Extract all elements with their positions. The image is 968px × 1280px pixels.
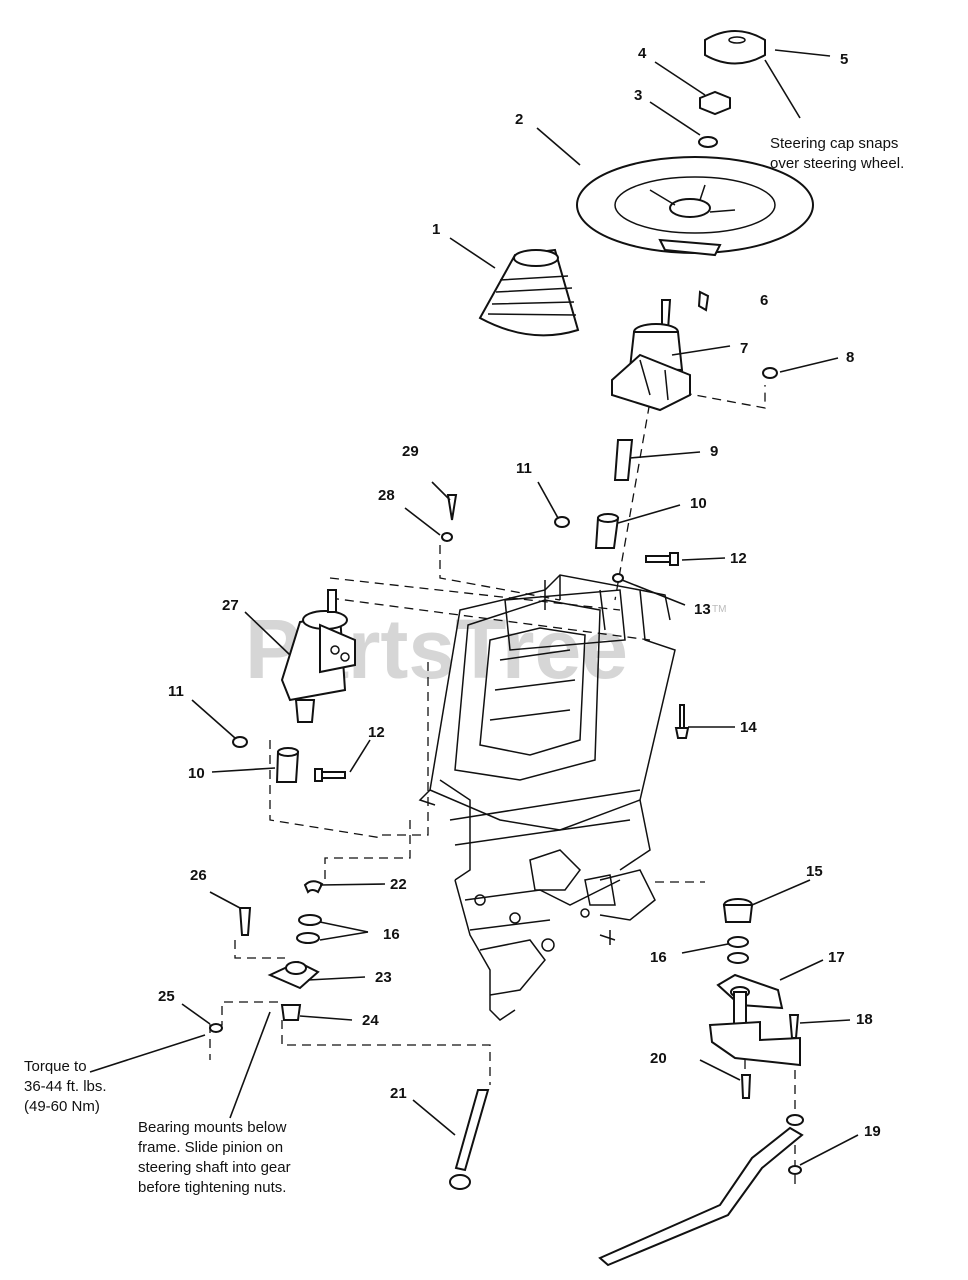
note-line: Torque to: [24, 1058, 87, 1075]
callout-10-lower: 10: [188, 765, 205, 782]
callout-27: 27: [222, 597, 239, 614]
callout-16-left: 16: [383, 926, 400, 943]
chassis-frame: [418, 574, 676, 1021]
steering-boot: [478, 248, 580, 337]
callout-6: 6: [760, 292, 768, 309]
washer-16-left-b: [296, 932, 320, 944]
steering-arm-plate: [708, 1020, 801, 1067]
note-line: frame. Slide pinion on: [138, 1139, 284, 1156]
callout-9: 9: [710, 443, 718, 460]
note-line: before tightening nuts.: [138, 1179, 287, 1196]
callout-24: 24: [362, 1012, 379, 1029]
callout-3: 3: [634, 87, 642, 104]
callout-29: 29: [402, 443, 419, 460]
note-line: Bearing mounts below: [138, 1119, 287, 1136]
washer-3: [698, 136, 718, 148]
callout-12-lower: 12: [368, 724, 385, 741]
pinion-shaft-21: [449, 1089, 490, 1190]
callout-19: 19: [864, 1123, 881, 1140]
callout-numbers: 1 2 3 4 5 6 7 8 9 10 11 12 13 14 15 16 1…: [158, 45, 881, 1140]
callout-17: 17: [828, 949, 845, 966]
callout-10-upper: 10: [690, 495, 707, 512]
callout-18: 18: [856, 1011, 873, 1028]
nut-8: [762, 367, 778, 379]
note-torque: Torque to 36-44 ft. lbs. (49-60 Nm): [24, 1057, 107, 1117]
washer-28: [441, 532, 453, 542]
bolt-12-lower: [314, 768, 346, 782]
callout-23: 23: [375, 969, 392, 986]
note-line: 36-44 ft. lbs.: [24, 1078, 107, 1095]
callout-22: 22: [390, 876, 407, 893]
callout-28: 28: [378, 487, 395, 504]
nut-11-lower: [232, 736, 248, 748]
bolt-20: [740, 1074, 752, 1099]
callout-4: 4: [638, 45, 647, 62]
note-line: steering shaft into gear: [138, 1159, 291, 1176]
note-line: Steering cap snaps: [770, 135, 899, 152]
callout-25: 25: [158, 988, 175, 1005]
callout-5: 5: [840, 51, 848, 68]
washer-13: [612, 573, 624, 583]
nut-11-upper: [554, 516, 570, 528]
callout-16-right: 16: [650, 949, 667, 966]
note-line: (49-60 Nm): [24, 1098, 100, 1115]
bolt-12-upper: [645, 552, 679, 566]
assembly-lines: [209, 385, 796, 1190]
steering-gear-27: [280, 589, 356, 723]
bushing-24: [280, 1004, 302, 1021]
note-bearing: Bearing mounts below frame. Slide pinion…: [138, 1118, 291, 1198]
steering-cap: [704, 30, 766, 65]
nut-25: [209, 1023, 223, 1033]
callout-2: 2: [515, 111, 523, 128]
bearing-23: [267, 960, 320, 990]
key-6: [697, 290, 710, 312]
callout-8: 8: [846, 349, 854, 366]
washer-16-right-b: [727, 952, 749, 964]
callout-12-upper: 12: [730, 550, 747, 567]
coupler-10-upper: [594, 513, 620, 549]
callout-11-lower: 11: [168, 683, 184, 700]
callout-11-upper: 11: [516, 460, 532, 477]
callout-1: 1: [432, 221, 440, 238]
callout-14: 14: [740, 719, 757, 736]
coupler-10-lower: [275, 747, 300, 783]
shaft-9: [613, 439, 634, 481]
washer-16-left-a: [298, 914, 322, 926]
bolt-14: [674, 704, 690, 739]
sector-gear-17: [716, 973, 784, 1031]
steering-column: [611, 299, 691, 412]
bolt-18: [788, 1014, 800, 1039]
drag-link-19: [598, 1114, 804, 1267]
clip-22: [303, 880, 324, 894]
callout-15: 15: [806, 863, 823, 880]
callout-13: 13: [694, 601, 711, 618]
callout-20: 20: [650, 1050, 667, 1067]
washer-16-right-a: [727, 936, 749, 948]
bushing-15: [722, 898, 754, 923]
callout-7: 7: [740, 340, 748, 357]
steering-wheel: [576, 156, 814, 257]
note-line: over steering wheel.: [770, 155, 905, 172]
callout-26: 26: [190, 867, 207, 884]
note-steering-cap: Steering cap snaps over steering wheel.: [770, 134, 904, 174]
leader-lines: [89, 49, 859, 1166]
nut-4: [699, 90, 731, 116]
bolt-26: [238, 907, 252, 936]
callout-21: 21: [390, 1085, 407, 1102]
bolt-29: [446, 494, 458, 521]
watermark-tm: TM: [712, 604, 726, 615]
